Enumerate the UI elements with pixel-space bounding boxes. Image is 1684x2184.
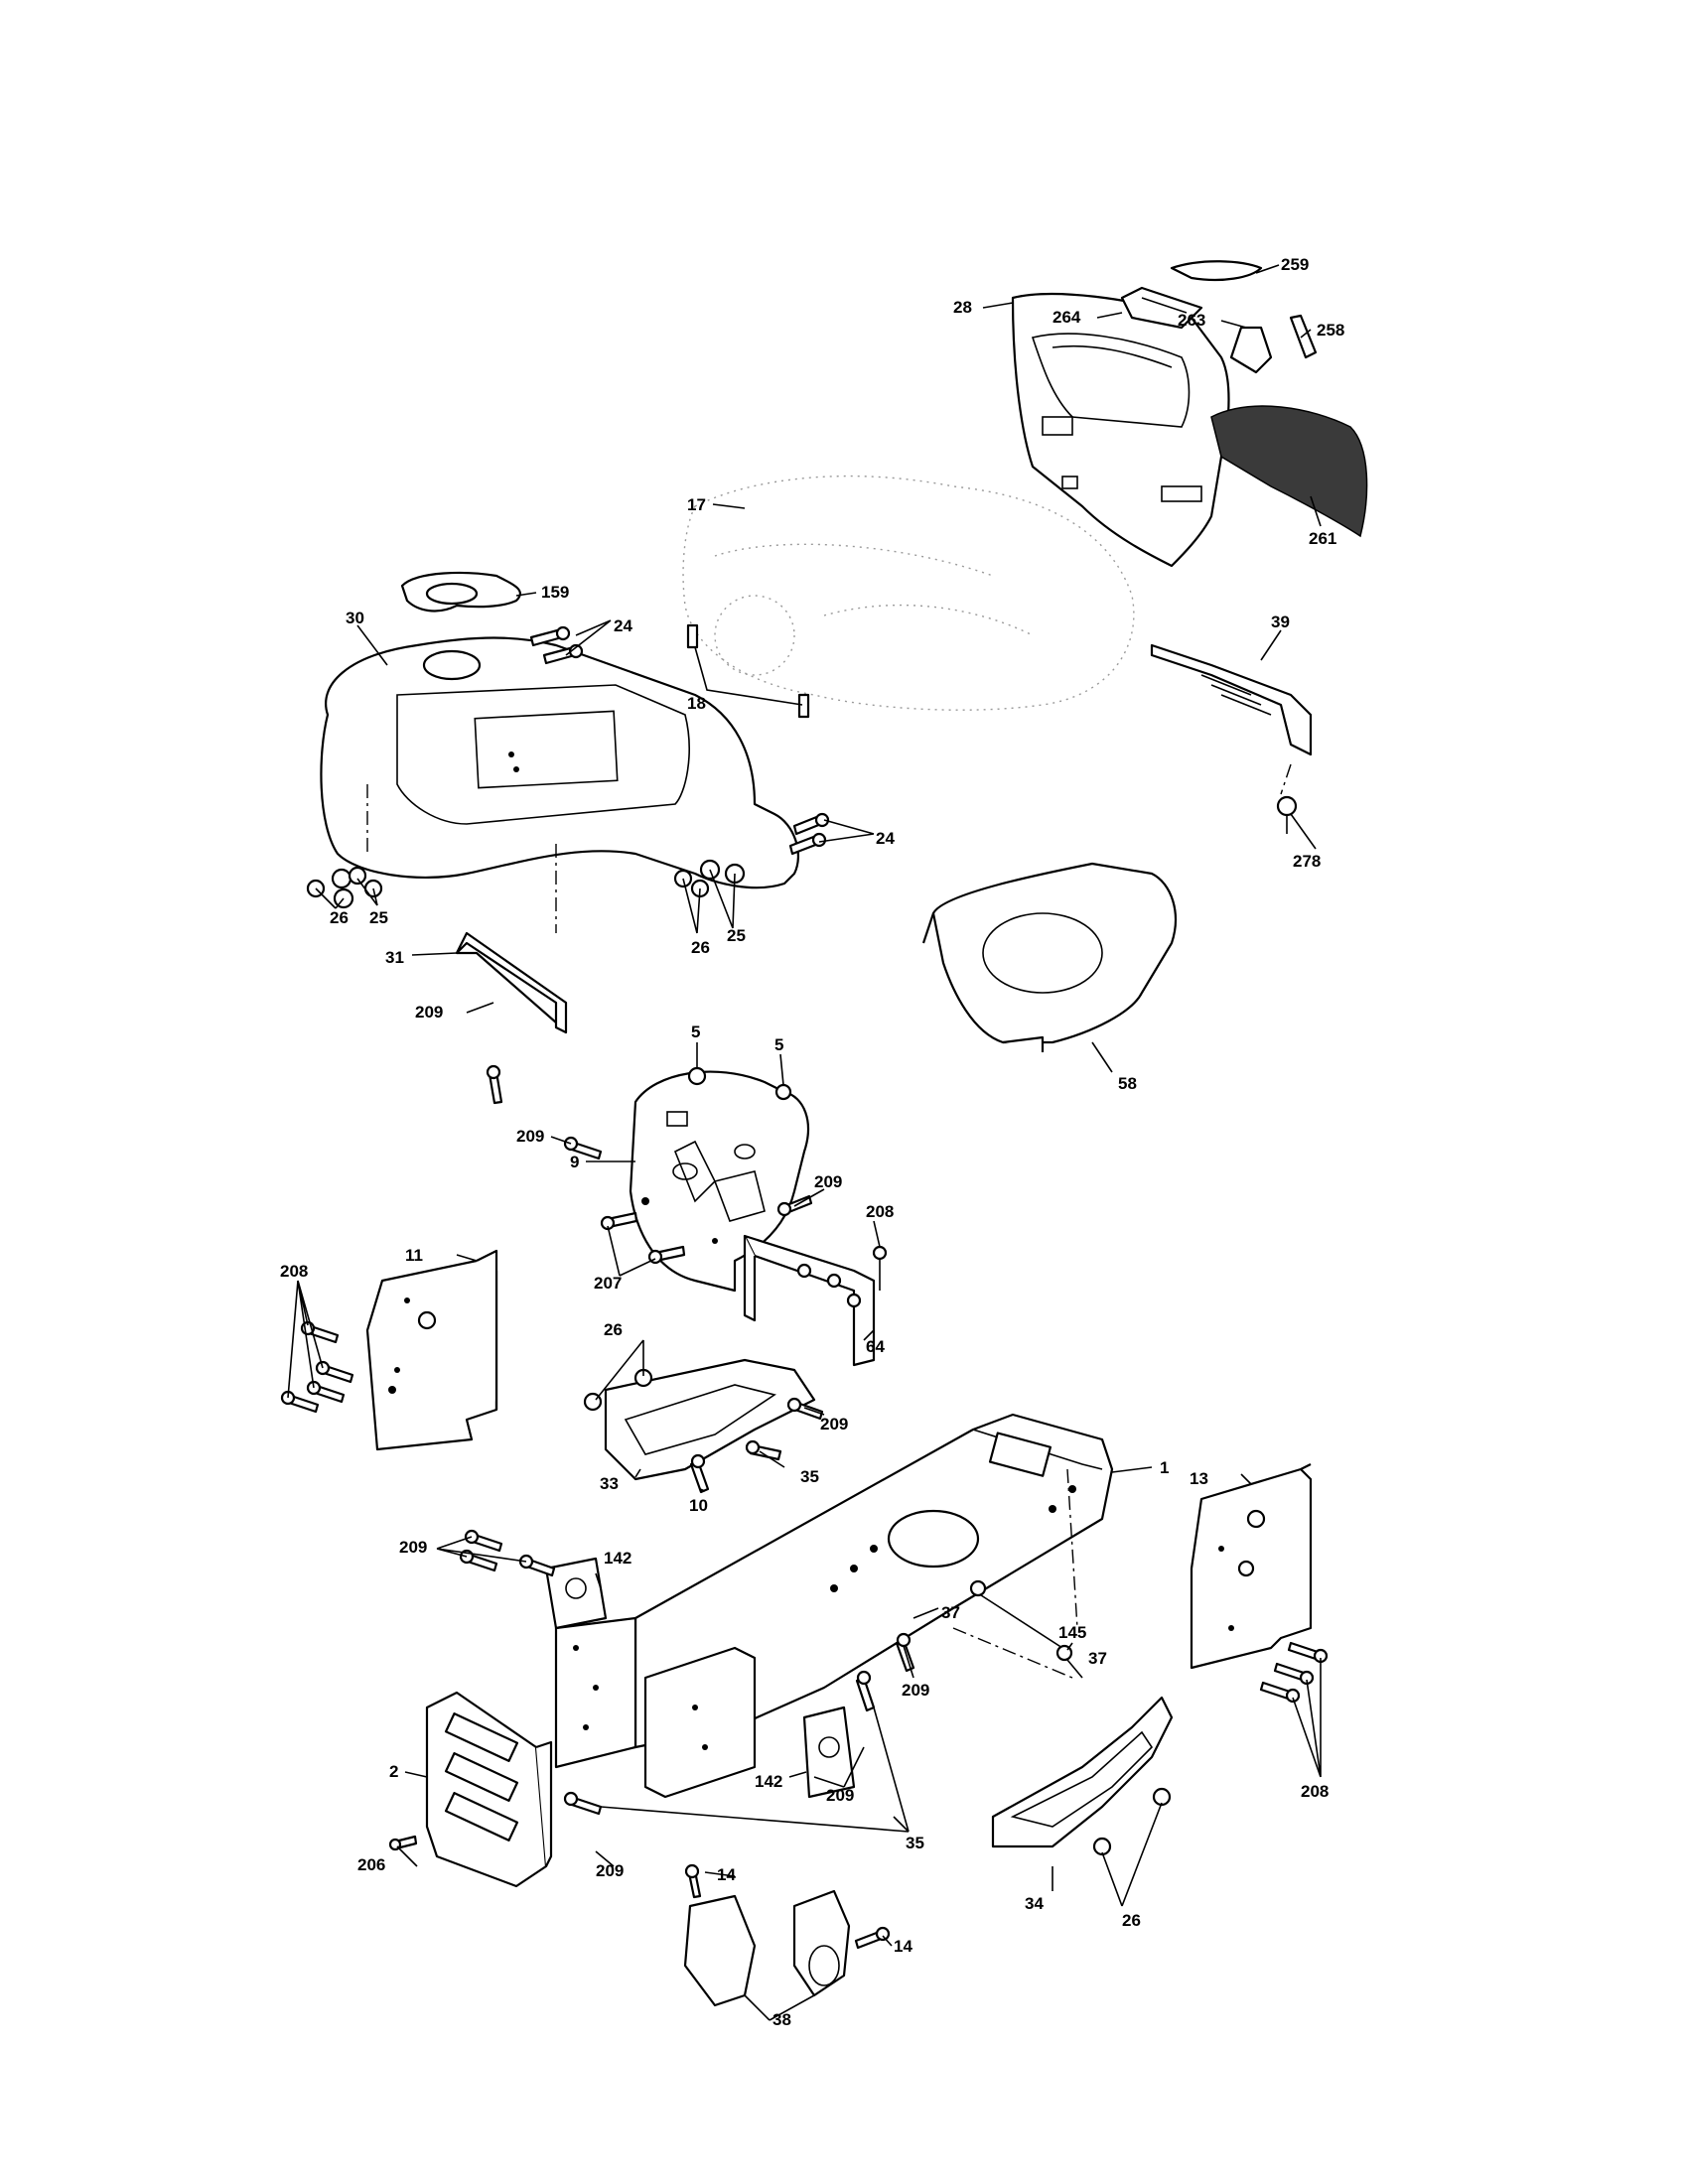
- callout-26-right: 26: [691, 938, 710, 957]
- callout-264: 264: [1052, 308, 1081, 327]
- bracket-part-64: [743, 1234, 876, 1367]
- pan-part-58: [921, 862, 1177, 1052]
- callout-58: 58: [1118, 1074, 1137, 1093]
- grille-part-261: [1210, 405, 1368, 538]
- callout-30: 30: [346, 609, 364, 627]
- callout-64: 64: [866, 1337, 885, 1356]
- bolt-part-10: [689, 1453, 710, 1494]
- bracket-part-38: [683, 1889, 851, 2007]
- callout-209-f: 209: [902, 1681, 929, 1700]
- callout-208-right: 208: [1301, 1782, 1329, 1801]
- callout-31: 31: [385, 948, 404, 967]
- bolt-part-24: [529, 625, 830, 856]
- callout-14-left: 14: [717, 1865, 736, 1884]
- bracket-part-142: [544, 1557, 856, 1799]
- callout-2: 2: [389, 1762, 398, 1781]
- leader-lines: [287, 264, 1322, 2021]
- callout-10: 10: [689, 1496, 708, 1515]
- bolt-part-209: [459, 1064, 915, 1816]
- callout-142-bottom: 142: [755, 1772, 782, 1791]
- callout-9: 9: [570, 1153, 579, 1171]
- side-plate-part-11: [365, 1249, 498, 1451]
- callout-258: 258: [1317, 321, 1344, 340]
- callout-35-top: 35: [800, 1467, 819, 1486]
- callout-263: 263: [1178, 311, 1205, 330]
- bracket-part-39: [1150, 643, 1313, 795]
- rod-part-145: [969, 1579, 1073, 1662]
- callout-159: 159: [541, 583, 569, 602]
- callout-209-g: 209: [826, 1786, 854, 1805]
- front-plate-part-2: [425, 1691, 553, 1888]
- callout-209-b: 209: [516, 1127, 544, 1146]
- callout-37-right: 37: [1088, 1649, 1107, 1668]
- callout-24-top: 24: [614, 616, 632, 635]
- part-264: [1120, 286, 1203, 330]
- callout-26-left: 26: [330, 908, 349, 927]
- bracket-part-31: [455, 931, 568, 1034]
- callout-208-left: 208: [280, 1262, 308, 1281]
- main-frame-part-1: [554, 1413, 1114, 1799]
- part-259: [1170, 260, 1263, 282]
- callout-26-mid: 26: [604, 1320, 623, 1339]
- callout-35-bottom: 35: [906, 1834, 924, 1852]
- callout-278: 278: [1293, 852, 1321, 871]
- callout-labels: 259 258 264 263 28 261 39 278 17 18 159 …: [280, 255, 1344, 2029]
- bolt-part-207: [600, 1211, 686, 1265]
- callout-25-left: 25: [369, 908, 388, 927]
- callout-34: 34: [1025, 1894, 1044, 1913]
- callout-209-h: 209: [596, 1861, 624, 1880]
- callout-206: 206: [357, 1855, 385, 1874]
- side-plate-part-13: [1190, 1463, 1313, 1670]
- hood-part-28: [1011, 292, 1230, 568]
- callout-26-bottom: 26: [1122, 1911, 1141, 1930]
- callout-24-right: 24: [876, 829, 895, 848]
- bolt-part-206: [388, 1835, 418, 1851]
- callout-209-a: 209: [415, 1003, 443, 1022]
- callout-208-center: 208: [866, 1202, 894, 1221]
- callout-1: 1: [1160, 1458, 1169, 1477]
- callout-18: 18: [687, 694, 706, 713]
- callout-207: 207: [594, 1274, 622, 1293]
- callout-25-right: 25: [727, 926, 746, 945]
- callout-39: 39: [1271, 613, 1290, 631]
- callout-38: 38: [772, 2010, 791, 2029]
- footrest-part-33: [604, 1358, 816, 1481]
- callout-17: 17: [687, 495, 706, 514]
- callout-261: 261: [1309, 529, 1336, 548]
- part-263: [1229, 326, 1273, 374]
- callout-209-e: 209: [399, 1538, 427, 1557]
- callout-209-d: 209: [820, 1415, 848, 1433]
- clip-part-18: [686, 623, 810, 719]
- bolt-part-35: [745, 1439, 782, 1461]
- bolt-part-208-center: [872, 1245, 888, 1291]
- callout-209-c: 209: [814, 1172, 842, 1191]
- bolt-part-208-right: [1259, 1641, 1329, 1704]
- callout-28: 28: [953, 298, 972, 317]
- callout-5-right: 5: [774, 1035, 783, 1054]
- callout-13: 13: [1190, 1469, 1208, 1488]
- callout-259: 259: [1281, 255, 1309, 274]
- engine-ghost-outline: [682, 475, 1135, 711]
- callout-14-right: 14: [894, 1937, 912, 1956]
- nut-part-5: [687, 1066, 792, 1101]
- callout-33: 33: [600, 1474, 619, 1493]
- screw-part-278: [1276, 795, 1298, 834]
- callout-11: 11: [405, 1246, 423, 1265]
- footrest-part-34: [991, 1696, 1174, 1848]
- callout-145: 145: [1058, 1623, 1086, 1642]
- callout-37-top: 37: [941, 1603, 960, 1622]
- fender-part-30: [320, 636, 799, 933]
- callout-5-left: 5: [691, 1023, 700, 1041]
- cup-holder-part-159: [400, 571, 521, 613]
- callout-142-top: 142: [604, 1549, 632, 1568]
